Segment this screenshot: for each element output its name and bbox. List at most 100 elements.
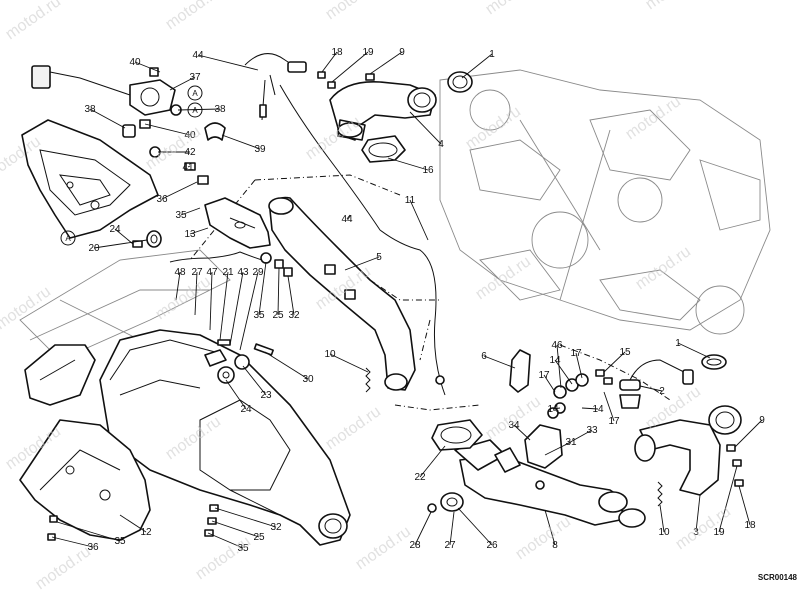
callout-number: 40 [184,130,196,141]
callout-number: 47 [206,267,218,278]
callout-number: 21 [222,267,234,278]
leader-line [544,509,556,546]
exhaust-gasket-right [701,354,727,370]
reference-mark-a-middle: A [192,106,198,115]
leader-line [575,352,583,379]
leader-line [175,271,181,301]
reference-marks: A A A [60,85,203,246]
callout-number: 24 [240,404,252,415]
heat-shield-plate-upper [204,197,271,249]
callout-number: 35 [175,210,187,221]
callout-number: 16 [422,165,434,176]
leader-line [169,76,196,91]
leader-line [242,365,267,396]
leader-line [214,507,277,528]
callout-number: 34 [508,420,520,431]
silencer-muffler [99,329,351,546]
callout-number: 9 [399,47,405,58]
leader-line [211,520,260,538]
watermark-text: motod.ru [153,273,214,323]
leader-line [677,342,711,359]
header-flange-gasket [427,492,464,513]
callout-number: 14 [547,404,559,415]
watermark-text: motod.ru [623,93,684,143]
callout-number: 14 [592,404,604,415]
leader-line [197,54,259,71]
watermark-text: motod.ru [643,0,704,13]
callout-number: 25 [253,532,265,543]
leader-line [556,344,562,389]
watermark-text: motod.ru [3,0,64,43]
callout-number: 8 [552,540,558,551]
callout-number: 12 [140,527,152,538]
callout-group-bracket [169,251,263,263]
callout-number: 17 [608,416,620,427]
header-clamp-lower [431,419,483,451]
drawing-code: SCR00148 [758,573,798,582]
leader-line [321,51,338,73]
callout-number: 46 [551,340,563,351]
callout-number: 35 [237,543,249,554]
leader-line [119,514,147,533]
silencer-bracket-rubber [132,230,162,248]
leader-line [219,271,229,341]
callout-number: 35 [114,536,126,547]
leader-line [513,424,531,441]
callout-number: 25 [272,310,284,321]
leader-line [457,507,493,546]
callout-number: 13 [184,229,196,240]
watermark-text: motod.ru [353,523,414,573]
leader-line [718,465,738,533]
callout-number: 37 [189,72,201,83]
leader-line [369,51,403,75]
exhaust-valve-cable [244,53,446,396]
leader-line [258,261,267,316]
leader-line [51,536,94,548]
sensor-bracket-assembly [509,349,613,419]
leader-line [409,199,429,241]
leader-line [277,267,280,316]
leader-line [544,441,572,456]
leader-line [552,407,561,410]
leader-line [287,275,295,316]
callout-number: 32 [270,522,282,533]
leader-line [581,407,599,410]
leader-line [346,214,351,220]
callout-leader-lines [51,51,763,549]
callout-number: 3 [693,527,699,538]
callout-number: 26 [486,540,498,551]
exhaust-spring-center [365,367,371,393]
callout-number: 32 [288,310,300,321]
leader-line [89,108,126,129]
callout-number: 11 [405,195,416,206]
watermark-text: motod.ru [483,0,544,18]
leader-line [414,511,432,546]
watermark-text: motod.ru [473,253,534,303]
leader-line [187,165,191,168]
leader-line [194,271,198,316]
vertical-cylinder-header [329,71,473,141]
leader-line [229,271,244,346]
callout-number: 17 [570,348,582,359]
leader-line [114,228,134,245]
horizontal-cylinder-header [454,439,646,528]
leader-line [695,494,701,533]
exhaust-bracket-lower [494,424,563,490]
watermark-text: motod.ru [673,503,734,553]
leader-line [329,353,369,373]
callout-number: 30 [302,374,314,385]
callout-number: 38 [214,104,226,115]
leader-line [221,134,261,150]
callout-number: 41 [182,162,194,173]
callout-number: 36 [87,542,99,553]
leader-line [603,391,615,422]
exhaust-valve-actuator [31,65,209,185]
leader-line [225,379,247,410]
callout-number: 19 [713,527,725,538]
callout-number: 1 [489,49,495,60]
leader-line [419,445,446,478]
leader-line [387,157,429,171]
callout-number: 35 [253,310,265,321]
